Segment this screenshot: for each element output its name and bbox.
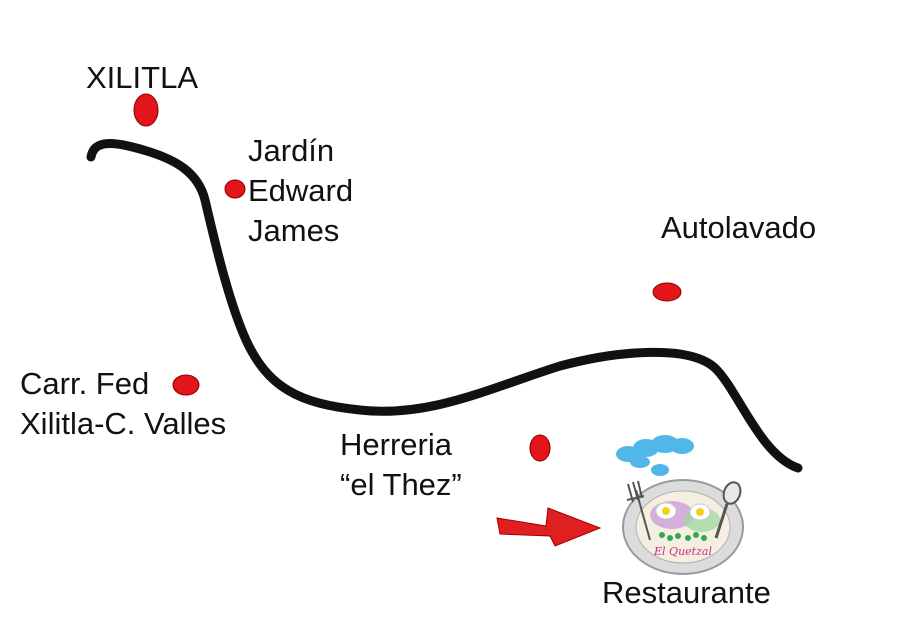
logo-text: El Quetzal [653,545,712,558]
label-jardin-line-3: James [248,213,340,248]
label-jardin-line-1: Jardín [248,133,335,168]
label-restaurante: Restaurante [602,575,771,610]
marker-autolavado[interactable] [652,282,682,302]
label-autolavado: Autolavado [661,210,817,245]
road-line [86,139,803,473]
label-carr-line-1: Carr. Fed [20,366,150,401]
arrow-icon [496,507,602,547]
label-jardin-line-2: Edward [248,173,354,208]
marker-xilitla[interactable] [133,93,159,127]
label-xilitla: XILITLA [86,60,198,95]
label-jardin: Jardín Edward James [248,131,353,251]
marker-carr[interactable] [172,374,200,396]
label-herreria: Herreria “el Thez” [340,425,462,505]
marker-herreria[interactable] [529,434,551,462]
label-herreria-line-2: “el Thez” [340,467,462,502]
label-carr-line-2: Xilitla-C. Valles [20,406,227,441]
label-carr: Carr. Fed Xilitla-C. Valles [20,364,226,444]
marker-jardin[interactable] [224,179,246,199]
label-herreria-line-1: Herreria [340,427,452,462]
restaurant-logo-icon[interactable]: El Quetzal [616,435,744,575]
